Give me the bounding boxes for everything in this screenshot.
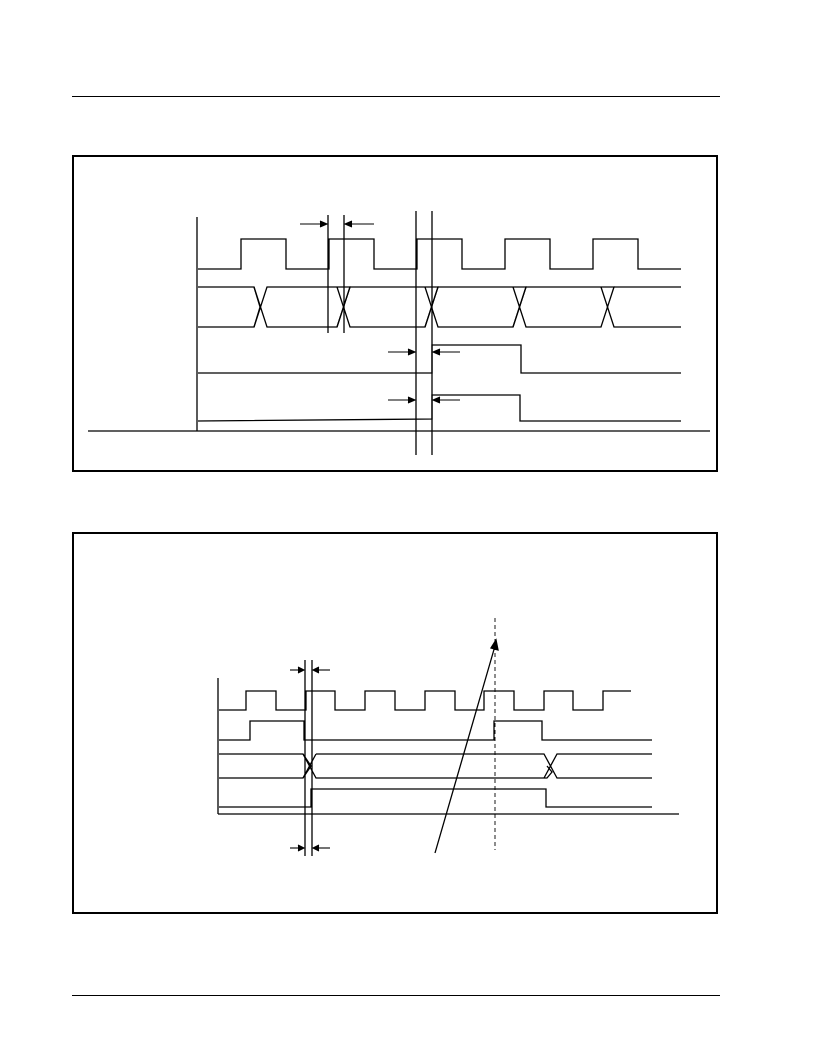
enable-waveform [219, 788, 652, 808]
clock-waveform [198, 238, 681, 270]
timing-arrows [290, 666, 330, 852]
select-waveform [219, 720, 652, 741]
timing-diagram-1 [72, 155, 718, 472]
timing-diagram-2-canvas [217, 618, 679, 856]
clock-waveform [219, 690, 631, 711]
timing-diagram-1-canvas [88, 211, 710, 455]
strobe-b-waveform [197, 394, 681, 422]
timing-arrows [300, 220, 460, 404]
header-rule [72, 96, 720, 97]
strobe-a-waveform [198, 344, 681, 374]
data-bus-waveform [219, 753, 652, 779]
callout-arrowhead [489, 638, 499, 651]
data-bus-waveform [198, 286, 681, 328]
footer-rule [72, 995, 720, 996]
timing-diagram-2 [72, 532, 718, 914]
callout-line [434, 645, 496, 854]
